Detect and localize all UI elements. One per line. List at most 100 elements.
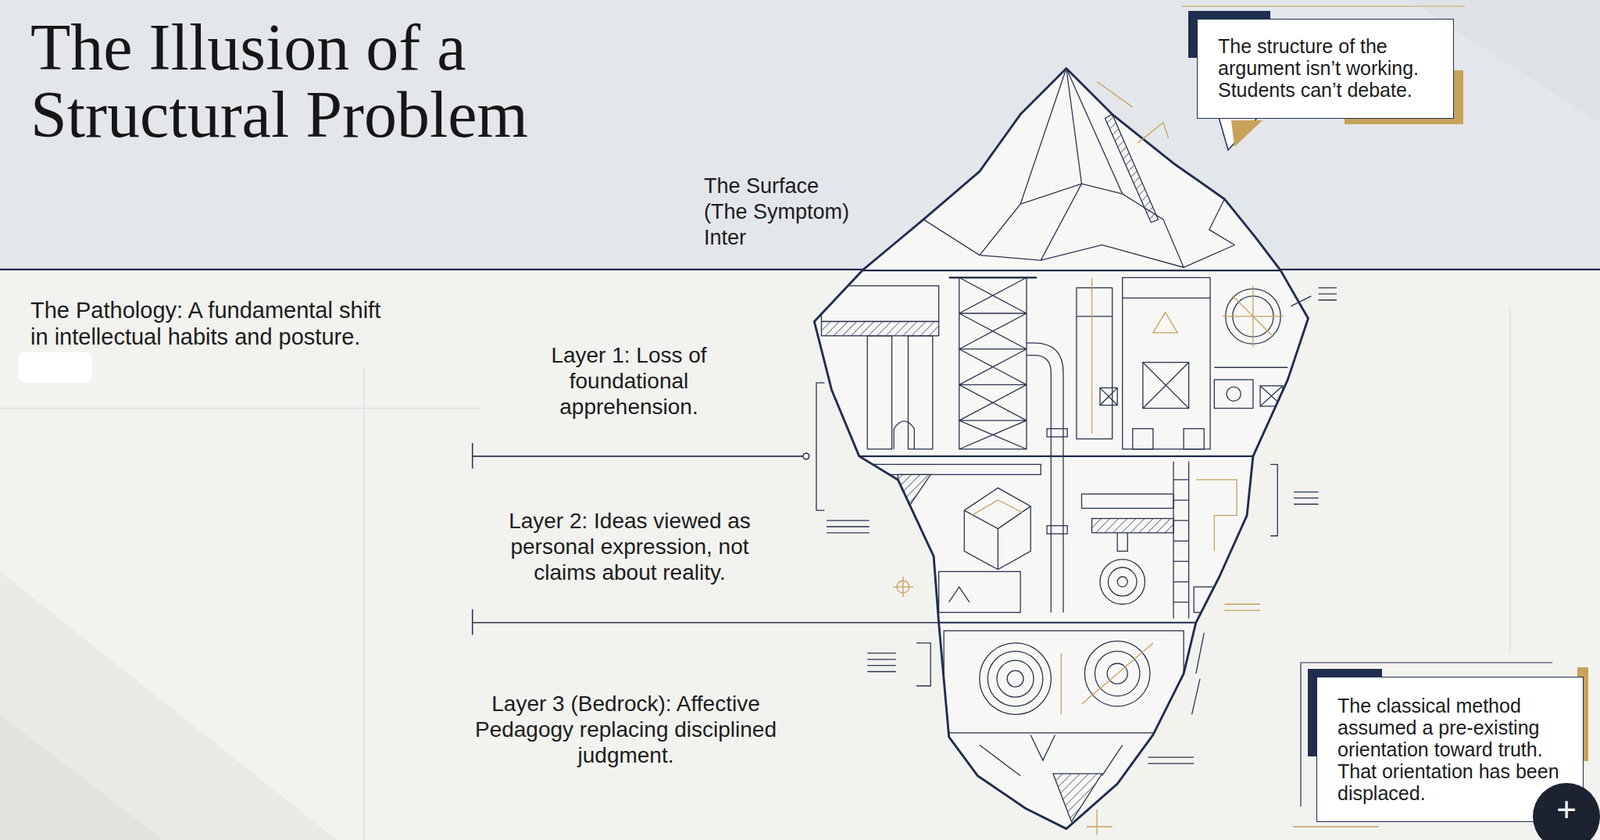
housing [939, 571, 1021, 612]
platform [821, 321, 939, 336]
tick-mark [1192, 632, 1205, 715]
leader-lines [472, 442, 944, 636]
gold-line [1081, 642, 1153, 704]
facet-line [1066, 68, 1184, 268]
pipe-flange [1046, 525, 1068, 534]
pathology-label: The Pathology: A fundamental shift in in… [30, 296, 395, 350]
annotation-marks [816, 81, 1337, 835]
gold-rod [1091, 277, 1093, 434]
column [907, 335, 933, 450]
cabinet [1076, 287, 1113, 439]
frame-line [1122, 297, 1211, 299]
pipe-flange [1046, 428, 1068, 437]
leader-line [472, 455, 804, 458]
tick-mark [867, 642, 931, 686]
x-box [1142, 362, 1190, 409]
frame [1122, 277, 1211, 449]
gold-bracket [1196, 479, 1237, 551]
light-facet [0, 571, 337, 840]
facet-line [979, 68, 1067, 256]
tick-mark [1224, 603, 1261, 611]
band-line [796, 621, 1327, 624]
tick-mark [1147, 757, 1194, 764]
x-box [1100, 387, 1118, 405]
x-box [1142, 362, 1190, 409]
hatched-tip [1053, 773, 1103, 822]
leader-line [472, 621, 944, 624]
callout-text: The structure of the argument isn’t work… [1217, 35, 1433, 101]
horizontal-pipe [1081, 493, 1174, 508]
small-box [1214, 379, 1254, 409]
grid-line [0, 407, 480, 409]
gear [979, 642, 1051, 715]
layer-label: Layer 3 (Bedrock): Affective Pedagogy re… [467, 690, 784, 768]
bracket [816, 382, 870, 533]
gear [987, 650, 1043, 707]
facet-line [1040, 68, 1082, 261]
facet-line [1020, 183, 1123, 204]
v-mark [1030, 734, 1055, 761]
ladder [1173, 460, 1190, 618]
cabinet-line [1076, 315, 1113, 317]
wheel [1107, 567, 1137, 597]
arrow-mark [949, 586, 970, 603]
callout-text: The classical method assumed a pre-exist… [1337, 694, 1563, 804]
layer-label: Layer 2: Ideas viewed as personal expres… [500, 507, 760, 586]
leader-tick [471, 442, 474, 469]
small-box [1193, 586, 1235, 613]
iceberg-outline [814, 68, 1308, 829]
wheel [1117, 576, 1128, 587]
layer-label: Layer 1: Loss of foundational apprehensi… [544, 342, 714, 420]
sky-band [0, 0, 1600, 270]
pipe [1026, 342, 1064, 613]
band-line [796, 455, 1327, 458]
cube-accent [971, 500, 1022, 516]
light-facet [0, 714, 164, 840]
cube-edge [964, 506, 1031, 570]
surface-label: Inter [703, 225, 798, 251]
arch [893, 421, 915, 450]
housing [821, 285, 939, 322]
iceberg-interior [796, 68, 1327, 822]
nozzle [1117, 532, 1128, 552]
facet-line [923, 219, 1235, 268]
callout-tail-accent [1231, 120, 1263, 147]
frame-line [1181, 6, 1465, 8]
ridge-mark [1096, 81, 1168, 143]
small-wheel [1226, 386, 1241, 401]
hatched-bar [1092, 518, 1174, 533]
lattice-tower [959, 277, 1027, 449]
band-line [796, 269, 1327, 272]
leader-dot [803, 453, 810, 460]
target-mark [892, 576, 914, 597]
callout-box: The structure of the argument isn’t work… [1196, 18, 1454, 119]
grid-line [1509, 306, 1511, 654]
white-patch [18, 352, 93, 383]
gear [1007, 670, 1024, 687]
ground-band [0, 269, 1600, 840]
small-box [1183, 428, 1204, 450]
x-box [1100, 387, 1118, 405]
wheel [1100, 559, 1145, 604]
gold-rod [1060, 653, 1062, 715]
title: The Illusion of a Structural Problem [30, 14, 625, 149]
bedrock-frame [943, 630, 1184, 733]
tick-mark [1086, 809, 1113, 836]
cube [964, 487, 1031, 569]
grid-line [364, 367, 365, 840]
beam [949, 276, 1037, 279]
shelf [1214, 367, 1288, 368]
plus-button: + [1532, 782, 1600, 840]
facet-line [979, 745, 1123, 776]
lattice-brace [959, 277, 1027, 449]
frame-line [1292, 825, 1379, 828]
iceberg-body [814, 68, 1308, 829]
small-box [1132, 428, 1154, 450]
column [867, 335, 892, 450]
water-line [0, 268, 1600, 271]
beam [867, 464, 1041, 475]
leader-tick [471, 609, 474, 636]
